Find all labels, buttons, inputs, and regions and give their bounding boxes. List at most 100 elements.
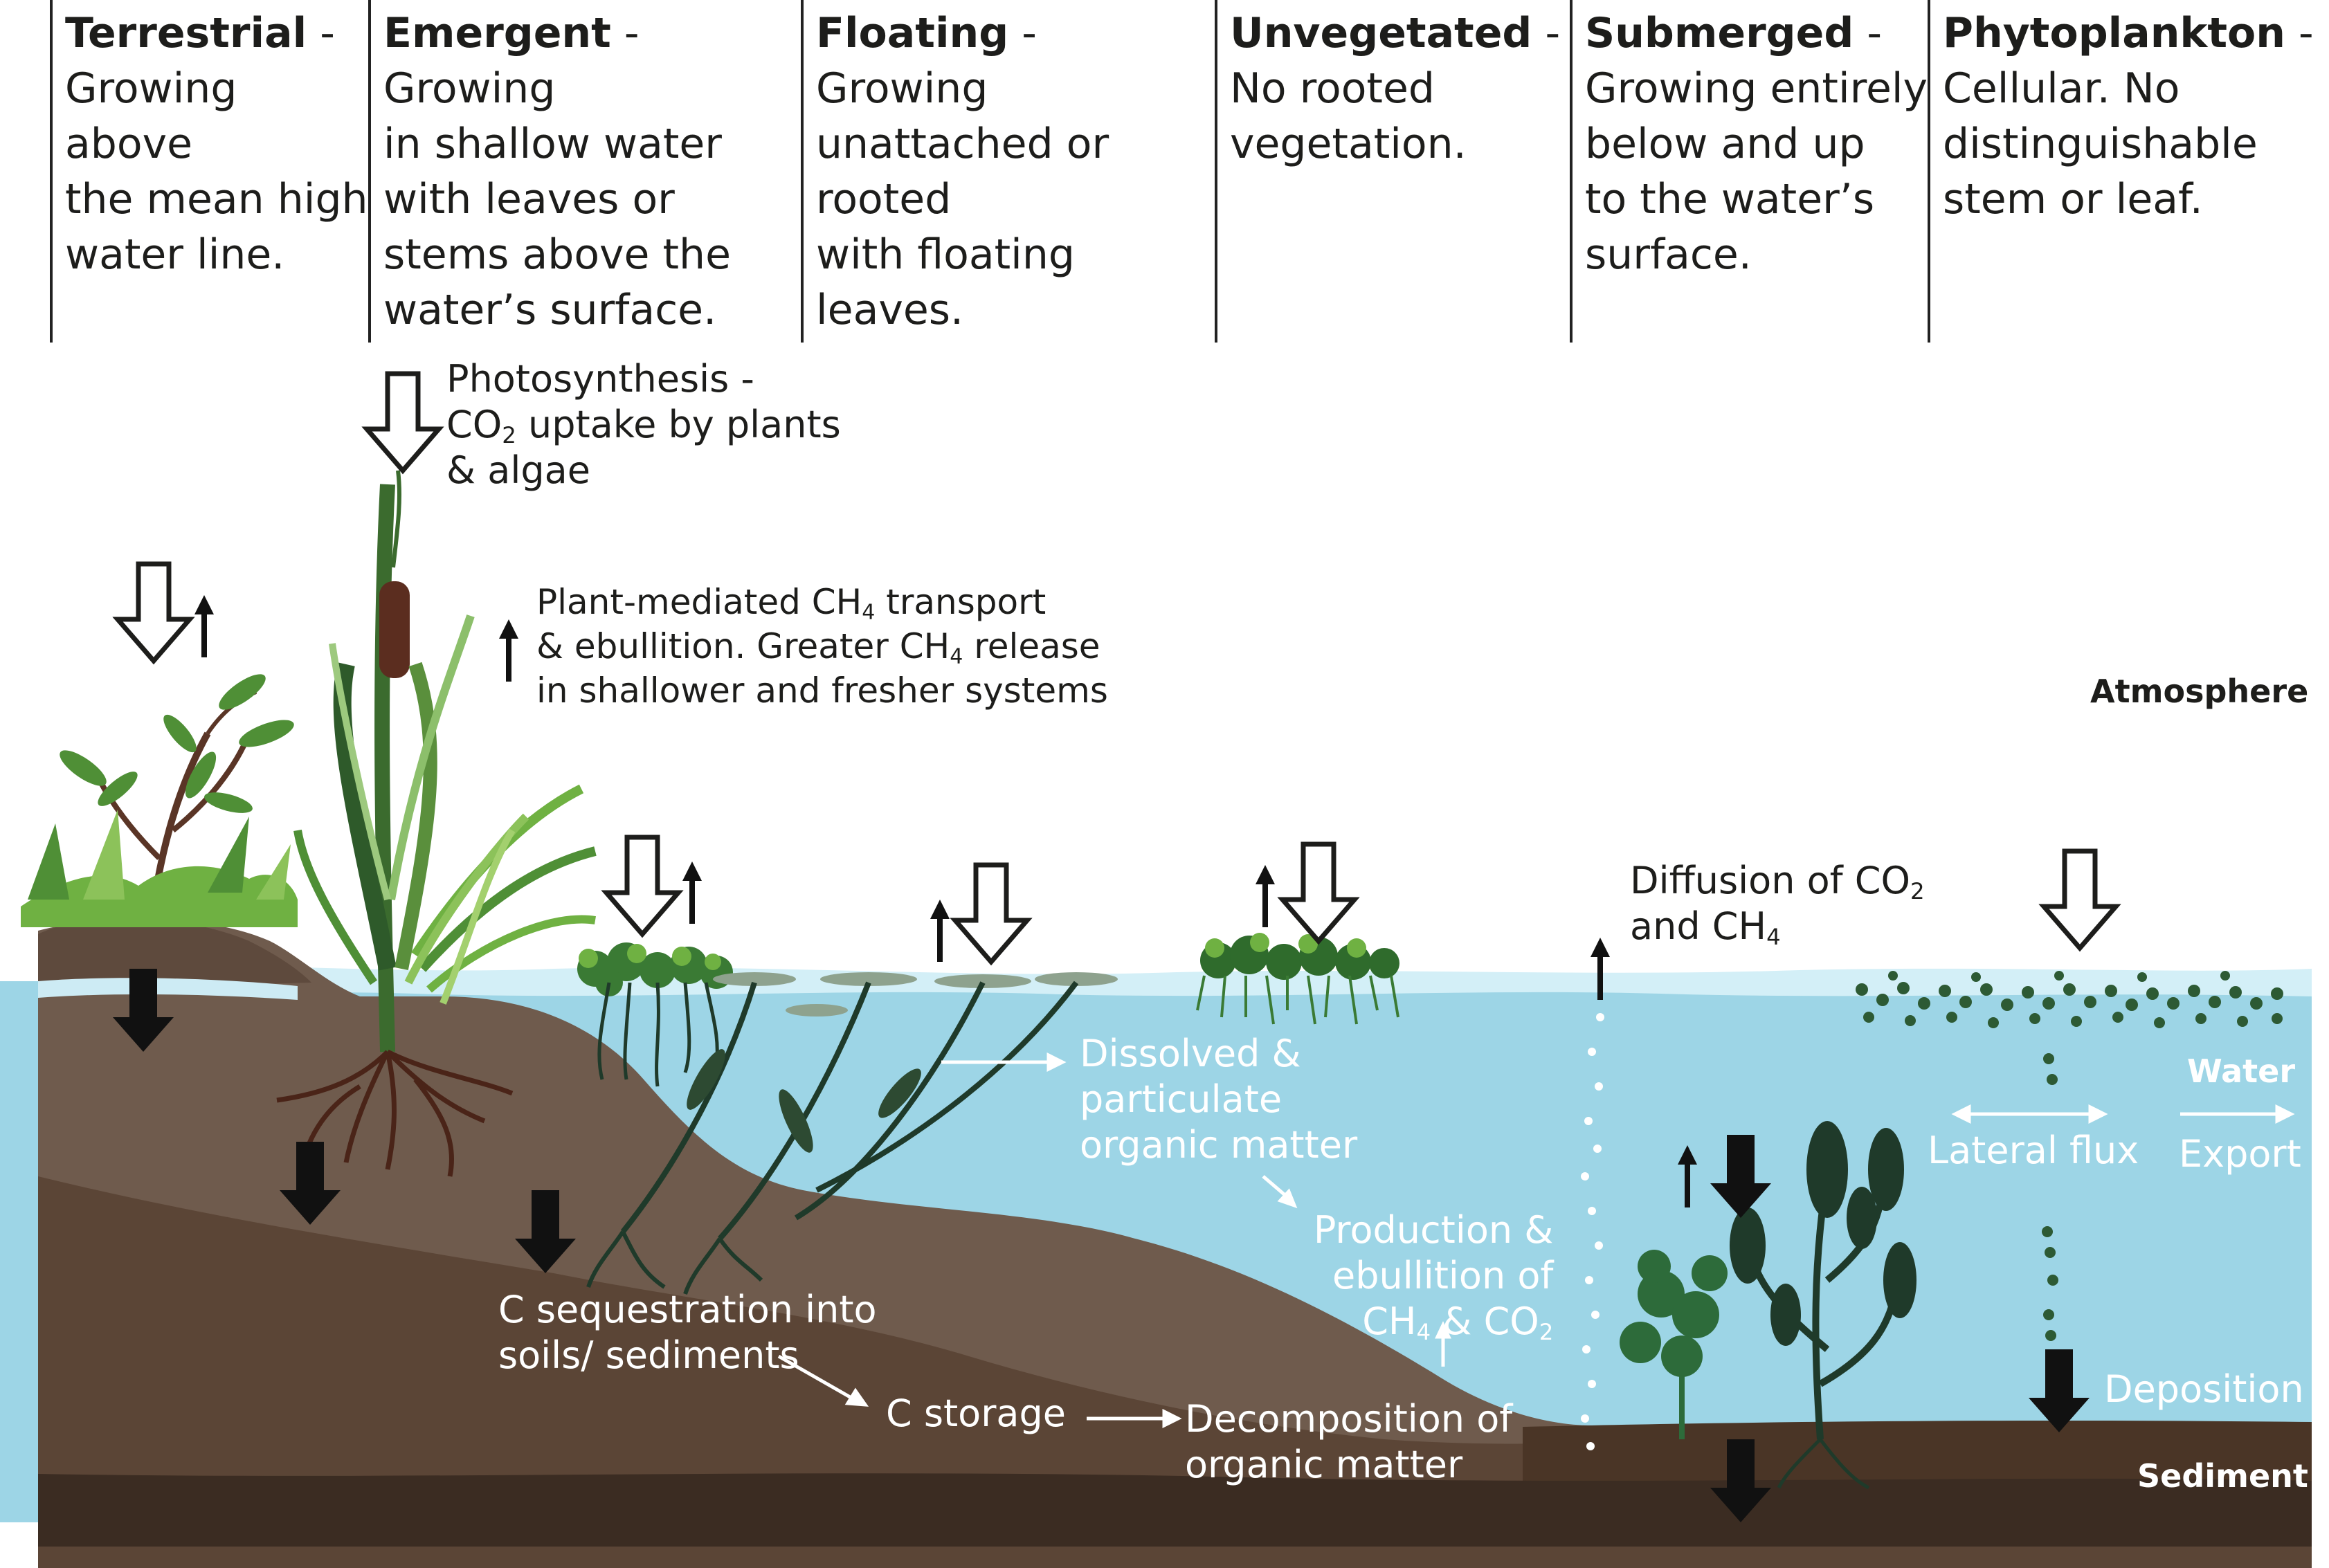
sediment-label: Sediment: [2137, 1457, 2308, 1495]
floating-plants-center: [1196, 933, 1399, 1025]
water-label: Water: [2187, 1052, 2296, 1090]
production-ebullition-label: Production & ebullition of CH4 & CO2: [1312, 1207, 1554, 1346]
atmosphere-label: Atmosphere: [2090, 673, 2309, 710]
open-down-arrow-icon: [955, 865, 1027, 962]
column-line: stems above the: [383, 230, 732, 279]
c-storage-label: C storage: [886, 1392, 1067, 1435]
diffusion-label: Diffusion of CO2 and CH4: [1630, 858, 1925, 949]
subscript: 4: [1416, 1319, 1431, 1346]
column-line: below and up: [1585, 120, 1865, 168]
up-arrow-icon: [682, 862, 702, 924]
production-text: CH: [1362, 1300, 1417, 1343]
decomposition-label: Decomposition of organic matter: [1185, 1396, 1512, 1488]
photosynthesis-line: Photosynthesis -: [446, 357, 754, 401]
terrestrial-mound: [38, 918, 311, 990]
column-line: unattached or rooted: [816, 120, 1109, 224]
column-title: Terrestrial: [65, 9, 307, 57]
c-sequestration-label: C sequestration into soils/ sediments: [498, 1287, 877, 1378]
photosynthesis-co2: CO: [446, 403, 502, 446]
terrestrial-water-band: [38, 978, 298, 1000]
column-line: with leaves or: [383, 175, 675, 224]
plant-mediated-text: release: [963, 626, 1100, 666]
column-line: Growing above: [65, 64, 237, 168]
subscript: 4: [1766, 924, 1781, 951]
up-arrow-icon: [930, 900, 950, 962]
dissolved-line: organic matter: [1080, 1123, 1358, 1167]
production-line: Production &: [1313, 1208, 1554, 1252]
column-sep: - Growing: [383, 9, 640, 113]
decomposition-line: Decomposition of: [1185, 1397, 1513, 1441]
white-arrows: [777, 1052, 2295, 1429]
column-sep: -: [2285, 9, 2314, 57]
phytoplankton-cells: [1856, 971, 2283, 1341]
bubbles: [1581, 1013, 1604, 1450]
column-title: Floating: [816, 9, 1009, 57]
up-arrow-icon: [1256, 865, 1275, 927]
column-sep: -: [307, 9, 335, 57]
column-sep: -: [1532, 9, 1561, 57]
dissolved-line: Dissolved &: [1080, 1032, 1301, 1075]
column-emergent: Emergent - Growing in shallow water with…: [368, 0, 803, 343]
column-unvegetated: Unvegetated - No rooted vegetation.: [1215, 0, 1571, 343]
column-sep: - Growing: [816, 9, 1037, 113]
subscript: 2: [1910, 878, 1925, 905]
open-down-arrow-icon: [1283, 844, 1354, 941]
column-line: with floating leaves.: [816, 230, 1075, 334]
plant-mediated-text: transport: [875, 582, 1046, 622]
diffusion-text: and CH: [1630, 904, 1767, 948]
plant-mediated-label: Plant-mediated CH4 transport & ebullitio…: [536, 580, 1108, 713]
deposition-label: Deposition: [2104, 1367, 2304, 1411]
subscript: 2: [1539, 1319, 1554, 1346]
column-phytoplankton: Phytoplankton - Cellular. No distinguish…: [1928, 0, 2329, 343]
sequestration-line: soils/ sediments: [498, 1333, 799, 1377]
production-text: & CO: [1431, 1300, 1539, 1343]
subscript: 4: [862, 600, 876, 625]
lateral-flux-label: Lateral flux: [1928, 1129, 2139, 1172]
column-line: stem or leaf.: [1943, 175, 2203, 224]
floating-plants-left: [577, 942, 1118, 1295]
column-title: Phytoplankton: [1943, 9, 2285, 57]
column-line: in shallow water: [383, 120, 722, 168]
column-line: to the water’s: [1585, 175, 1875, 224]
production-line: ebullition of: [1332, 1254, 1554, 1297]
emergent-cattail: [293, 470, 597, 1052]
column-line: distinguishable: [1943, 120, 2258, 168]
soil-base: [38, 1473, 2312, 1547]
column-line: vegetation.: [1230, 120, 1467, 168]
column-floating: Floating - Growing unattached or rooted …: [801, 0, 1216, 343]
diffusion-text: Diffusion of CO: [1630, 859, 1910, 902]
emergent-roots: [276, 1049, 514, 1177]
column-line: No rooted: [1230, 64, 1435, 113]
column-line: water’s surface.: [383, 286, 717, 334]
photosynthesis-line: & algae: [446, 448, 590, 492]
export-label: Export: [2179, 1132, 2301, 1176]
column-line: Cellular. No: [1943, 64, 2180, 113]
submerged-plants: [1620, 1121, 1916, 1490]
open-down-arrow-icon: [118, 564, 190, 661]
open-down-arrow-icon: [606, 837, 678, 934]
open-down-arrow-icon: [2044, 851, 2116, 948]
plant-mediated-line: in shallower and fresher systems: [536, 671, 1108, 711]
terrestrial-grass: [21, 810, 298, 927]
photosynthesis-text: uptake by plants: [516, 403, 841, 446]
subscript: 4: [950, 644, 963, 669]
plant-mediated-text: Plant-mediated CH: [536, 582, 862, 622]
column-title: Emergent: [383, 9, 611, 57]
column-line: the mean high: [65, 175, 368, 224]
terrestrial-leaves: [60, 674, 294, 813]
photosynthesis-label: Photosynthesis - CO2 uptake by plants & …: [446, 356, 841, 493]
column-title: Unvegetated: [1230, 9, 1532, 57]
column-submerged: Submerged - Growing entirely below and u…: [1570, 0, 1930, 343]
dissolved-organic-matter-label: Dissolved & particulate organic matter: [1080, 1031, 1357, 1168]
dissolved-line: particulate: [1080, 1077, 1283, 1121]
up-arrow-icon: [499, 619, 518, 682]
sequestration-line: C sequestration into: [498, 1288, 877, 1331]
subscript: 2: [502, 422, 516, 449]
column-terrestrial: Terrestrial - Growing above the mean hig…: [50, 0, 368, 343]
column-line: water line.: [65, 230, 285, 279]
up-arrow-icon: [194, 595, 214, 657]
column-line: surface.: [1585, 230, 1752, 279]
plant-mediated-text: & ebullition. Greater CH: [536, 626, 950, 666]
column-title: Submerged: [1585, 9, 1854, 57]
